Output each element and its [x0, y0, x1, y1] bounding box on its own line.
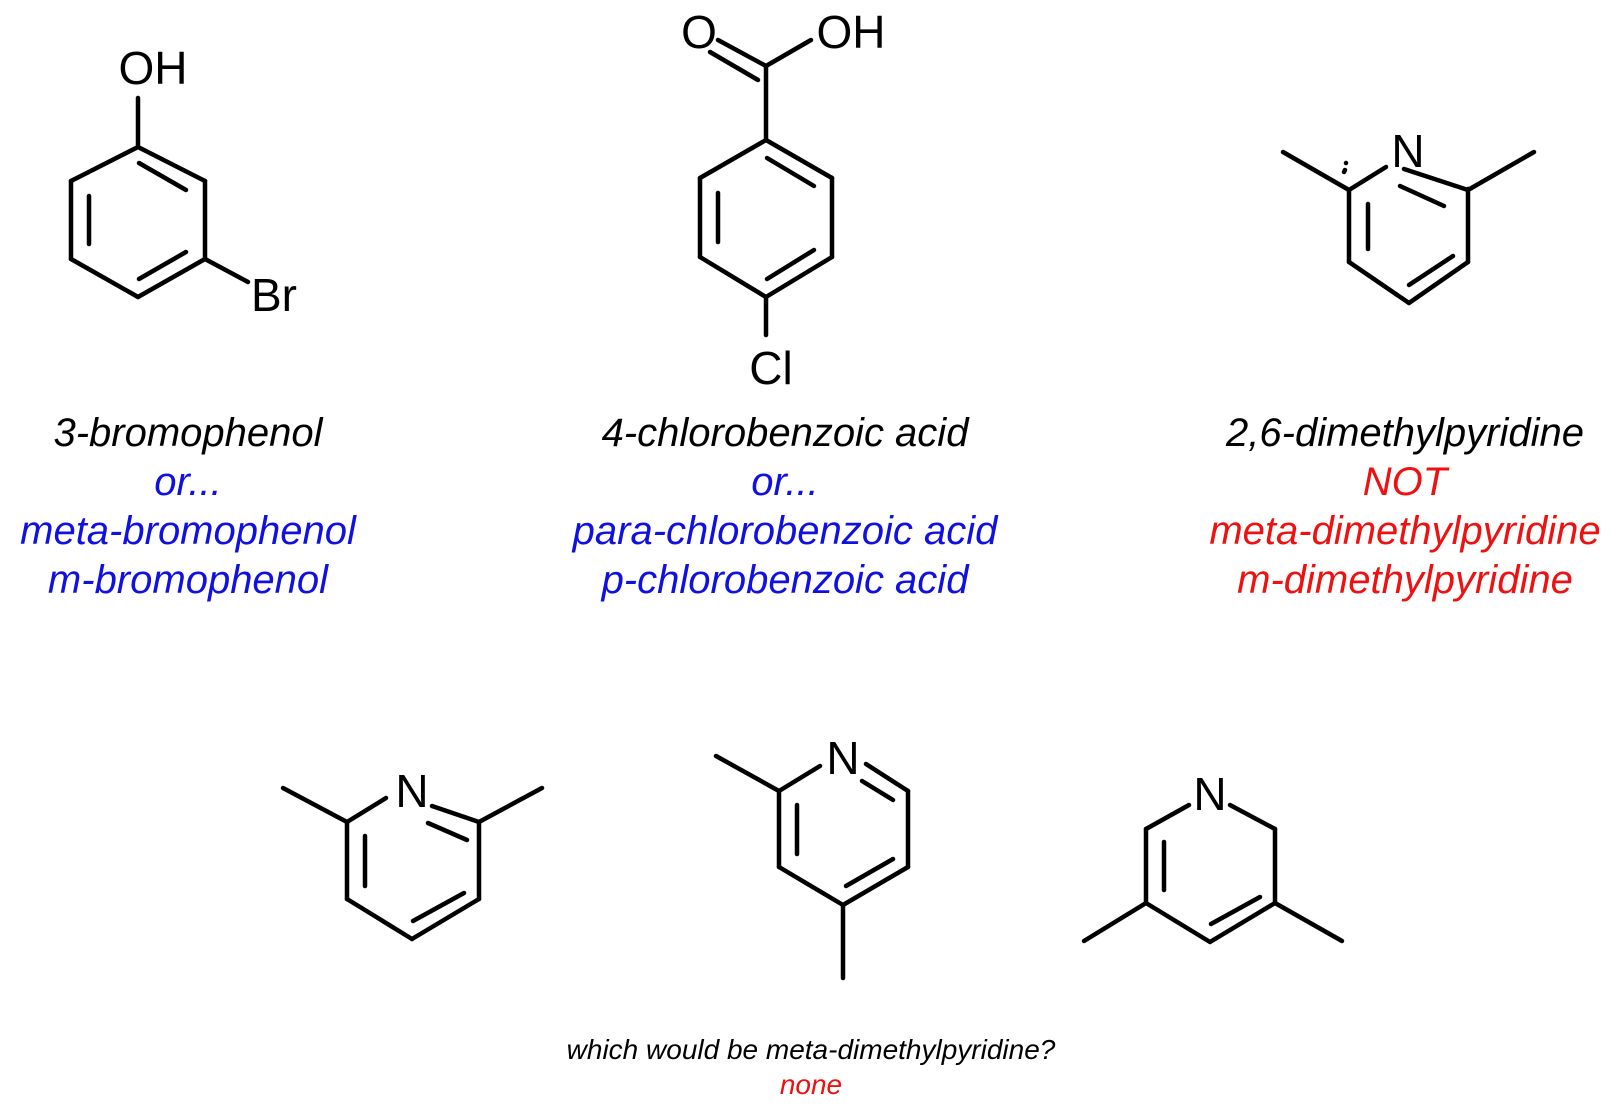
- atom-o-label: O: [681, 6, 717, 58]
- structure-bottom-pyridine-3: N: [1081, 768, 1345, 945]
- atom-n-label: N: [826, 732, 859, 784]
- structure-4-chlorobenzoic-acid: O OH Cl: [681, 6, 885, 394]
- alt-name-m: m-bromophenol: [47, 558, 329, 602]
- structure-bottom-pyridine-1: N: [280, 765, 545, 942]
- atom-oh-label: OH: [119, 42, 188, 94]
- or-label: or...: [751, 460, 819, 504]
- structure-2-6-dimethylpyridine-top: N: [1280, 125, 1537, 306]
- alt-name-para: para-chlorobenzoic acid: [572, 509, 998, 553]
- names-2-6-dimethylpyridine: 2,6-dimethylpyridine NOT meta-dimethylpy…: [1188, 409, 1622, 605]
- names-4-chlorobenzoic-acid: 4-chlorobenzoic acid or... para-chlorobe…: [530, 409, 1040, 605]
- structure-3-bromophenol: OH Br: [68, 42, 297, 321]
- atom-n-label: N: [1193, 768, 1226, 820]
- footer-question: which would be meta-dimethylpyridine? no…: [0, 1032, 1622, 1102]
- iupac-name: 3-bromophenol: [53, 411, 323, 455]
- atom-n-label: N: [1391, 125, 1424, 177]
- wrong-name-m: m-dimethylpyridine: [1237, 558, 1573, 602]
- or-label: or...: [154, 460, 222, 504]
- question-text: which would be meta-dimethylpyridine?: [566, 1034, 1056, 1065]
- atom-n-label: N: [395, 765, 428, 817]
- names-3-bromophenol: 3-bromophenol or... meta-bromophenol m-b…: [0, 409, 376, 605]
- iupac-name: 2,6-dimethylpyridine: [1226, 411, 1584, 455]
- structure-bottom-pyridine-2: N: [713, 732, 911, 981]
- atom-oh-acid-label: OH: [817, 6, 886, 58]
- answer-text: none: [779, 1069, 843, 1100]
- atom-br-label: Br: [251, 269, 297, 321]
- alt-name-meta: meta-bromophenol: [20, 509, 356, 553]
- atom-cl-label: Cl: [749, 342, 792, 394]
- iupac-name: 4-chlorobenzoic acid: [601, 411, 969, 455]
- alt-name-p: p-chlorobenzoic acid: [601, 558, 969, 602]
- not-label: NOT: [1362, 460, 1448, 504]
- wrong-name-meta: meta-dimethylpyridine: [1209, 509, 1601, 553]
